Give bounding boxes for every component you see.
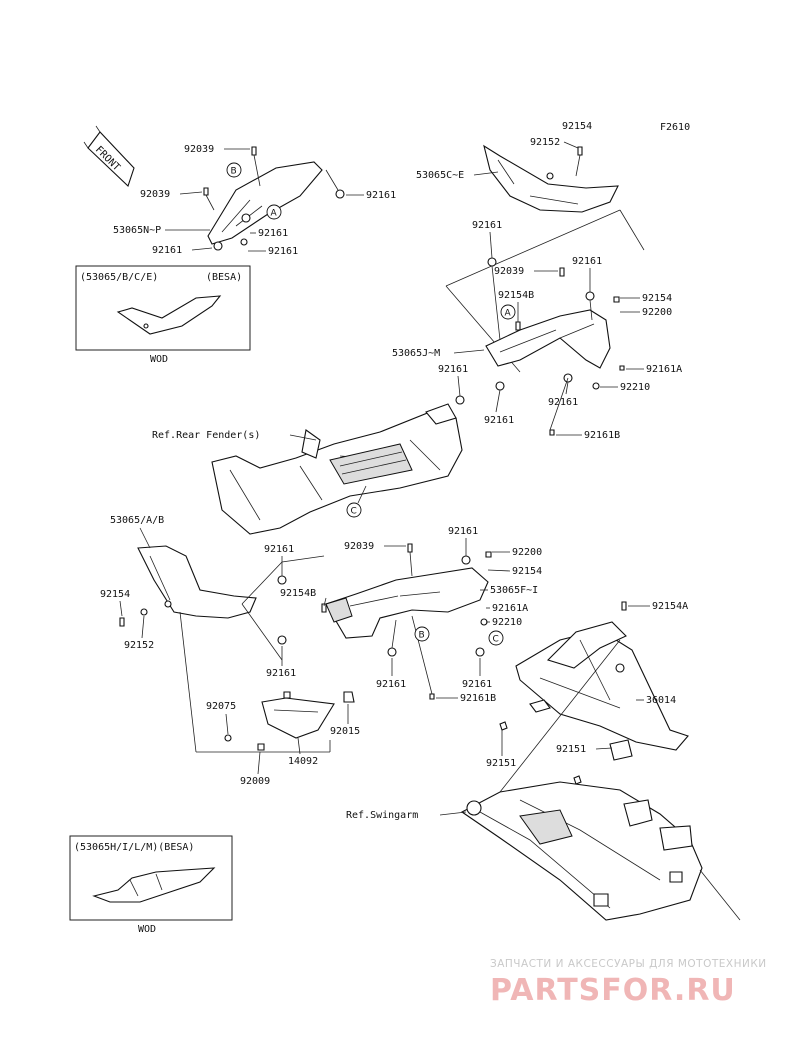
part-label-43: 92015 [330, 726, 360, 737]
part-label-7: 92161 [366, 190, 396, 201]
part-label-46: 92151 [556, 744, 586, 755]
upper-cowl-right-part [483, 144, 619, 213]
front-arrow-icon: FRONT [83, 125, 135, 187]
part-label-6: 92161 [268, 246, 298, 257]
side-cover-left-part [119, 545, 257, 627]
part-label-34: 92154A [652, 601, 688, 612]
part-label-36: 92210 [492, 617, 522, 628]
callout-a-top: A [266, 204, 282, 220]
variant-box-top-caption: WOD [150, 354, 168, 365]
part-label-14: 92154B [498, 290, 534, 301]
part-label-38: 92161 [376, 679, 406, 690]
part-label-16: 92200 [642, 307, 672, 318]
hugger-36014-part [499, 621, 689, 785]
watermark-logo: PARTSFOR.RU [490, 973, 736, 1008]
callout-a-middle: A [500, 304, 516, 320]
tail-cowl-middle-part [455, 257, 625, 436]
part-label-4: 92161 [152, 245, 182, 256]
rear-fender-reference-part [211, 403, 463, 535]
svg-text:A: A [271, 209, 278, 219]
part-label-18: 92161A [646, 364, 682, 375]
variant-box-bottom-title: (53065H/I/L/M)(BESA) [74, 842, 194, 853]
part-label-27: 92161 [448, 526, 478, 537]
part-label-24: 53065/A/B [110, 515, 164, 526]
part-label-10: 53065C~E [416, 170, 464, 181]
part-label-45: 92009 [240, 776, 270, 787]
part-label-25: 92161 [264, 544, 294, 555]
svg-text:B: B [419, 631, 425, 641]
callout-b-top: B [226, 162, 242, 178]
svg-text:A: A [505, 309, 512, 319]
part-label-17: 53065J~M [392, 348, 440, 359]
variant-box-top: (53065/B/C/E) (BESA) WOD [75, 265, 251, 365]
svg-text:B: B [231, 167, 237, 177]
part-label-26: 92039 [344, 541, 374, 552]
part-label-30: 92154 [512, 566, 542, 577]
variant-box-bottom: (53065H/I/L/M)(BESA) WOD [69, 835, 233, 935]
part-label-37: 92161 [266, 668, 296, 679]
side-cowl-lower-part [241, 543, 627, 700]
part-label-13: 92161 [572, 256, 602, 267]
callout-c-lower: C [488, 630, 504, 646]
part-label-5: 92161 [258, 228, 288, 239]
part-label-20: 92210 [620, 382, 650, 393]
part-label-28: 92154 [100, 589, 130, 600]
figure-id: F2610 [660, 122, 690, 133]
ref-swingarm-label: Ref.Swingarm [346, 810, 418, 821]
swingarm-reference-part [460, 639, 741, 921]
part-label-31: 92154B [280, 588, 316, 599]
ref-rear-fender-label: Ref.Rear Fender(s) [152, 430, 260, 441]
watermark-line1: ЗАПЧАСТИ И АКСЕССУАРЫ ДЛЯ МОТОТЕХНИКИ [490, 958, 767, 970]
part-label-3: 53065N~P [113, 225, 161, 236]
part-label-22: 92161 [548, 397, 578, 408]
variant-box-bottom-caption: WOD [138, 924, 156, 935]
small-cover-part [224, 691, 355, 751]
part-label-39: 92161 [462, 679, 492, 690]
part-label-2: 92039 [140, 189, 170, 200]
variant-box-top-title: (53065/B/C/E) [80, 272, 158, 283]
callout-c-fender: C [346, 502, 362, 518]
seat-cowl-upper-left-part [203, 146, 345, 251]
part-label-44: 14092 [288, 756, 318, 767]
part-label-32: 53065F~I [490, 585, 538, 596]
part-label-15: 92154 [642, 293, 672, 304]
variant-box-top-tag: (BESA) [206, 272, 242, 283]
part-label-29: 92200 [512, 547, 542, 558]
part-label-11: 92161 [472, 220, 502, 231]
part-label-42: 92075 [206, 701, 236, 712]
callout-b-lower: B [414, 626, 430, 642]
part-label-41: 36014 [646, 695, 676, 706]
part-label-19: 92161 [438, 364, 468, 375]
part-label-47: 92151 [486, 758, 516, 769]
part-label-8: 92154 [562, 121, 592, 132]
part-label-9: 92152 [530, 137, 560, 148]
svg-text:C: C [351, 507, 357, 517]
part-label-23: 92161B [584, 430, 620, 441]
part-label-21: 92161 [484, 415, 514, 426]
svg-text:C: C [493, 635, 499, 645]
part-label-12: 92039 [494, 266, 524, 277]
part-label-33: 92161A [492, 603, 528, 614]
part-label-1: 92039 [184, 144, 214, 155]
part-label-35: 92152 [124, 640, 154, 651]
part-label-40: 92161B [460, 693, 496, 704]
